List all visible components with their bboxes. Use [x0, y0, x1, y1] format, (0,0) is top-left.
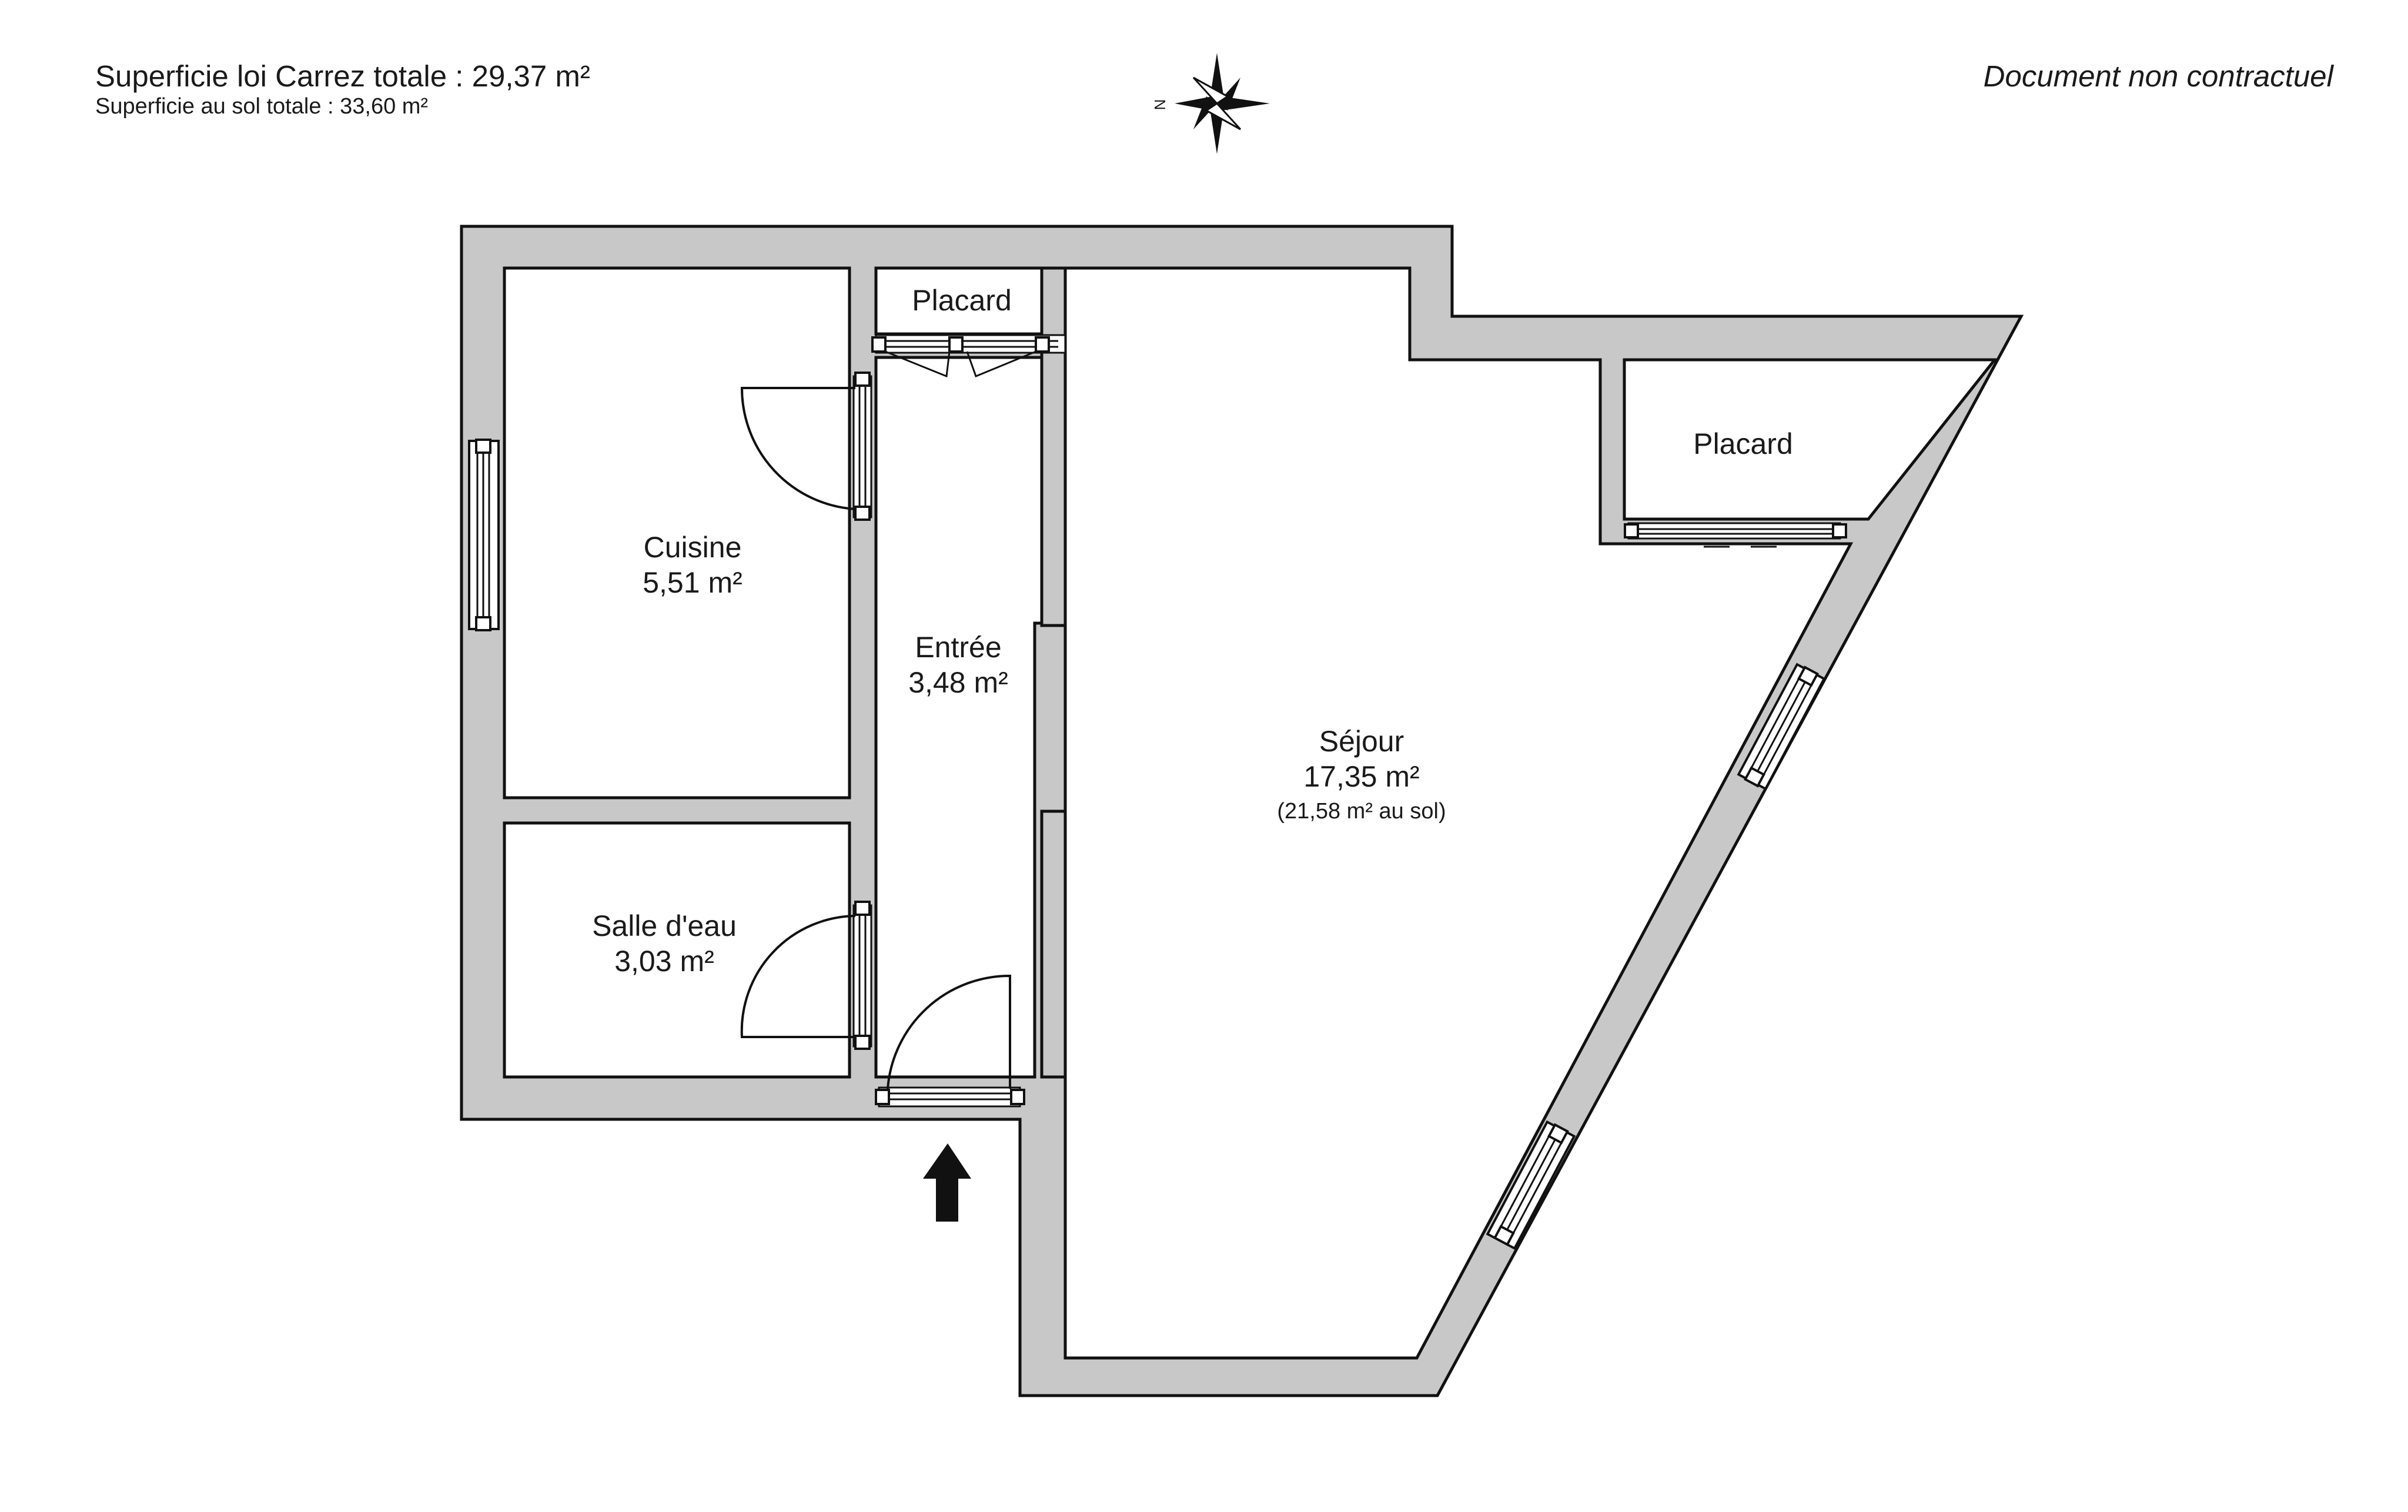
- total-floor-area: Superficie au sol totale : 33,60 m²: [95, 94, 429, 119]
- label-placard-2: Placard: [1693, 427, 1793, 460]
- door-placard-1: [871, 334, 1066, 378]
- entrance-arrow-icon: [923, 1143, 971, 1222]
- window-sejour-upper: [1737, 663, 1826, 791]
- window-cuisine: [468, 439, 500, 631]
- label-salle-eau: Salle d'eau: [592, 909, 737, 942]
- label-cuisine: Cuisine: [644, 531, 742, 564]
- wall-stub-lower: [1040, 809, 1067, 1079]
- north-label: N: [1151, 99, 1169, 111]
- door-entree: [875, 974, 1025, 1108]
- total-carrez-area: Superficie loi Carrez totale : 29,37 m²: [95, 59, 590, 93]
- door-placard-2: [1624, 522, 1847, 548]
- door-cuisine: [740, 372, 872, 521]
- wall-stub-upper: [1040, 266, 1067, 627]
- disclaimer: Document non contractuel: [1983, 59, 2333, 93]
- label-salle-eau-area: 3,03 m²: [614, 945, 714, 978]
- door-salle-eau: [740, 901, 872, 1050]
- label-placard-1: Placard: [912, 284, 1012, 317]
- label-sejour: Séjour: [1319, 725, 1404, 758]
- room-cuisine: [503, 266, 851, 800]
- room-placard-2: [1623, 358, 1998, 521]
- label-cuisine-area: 5,51 m²: [643, 566, 743, 599]
- label-sejour-area: 17,35 m²: [1303, 760, 1419, 793]
- compass-icon: N: [1151, 53, 1270, 154]
- label-entree: Entrée: [915, 631, 1001, 664]
- room-salle-eau: [503, 821, 851, 1079]
- room-sejour: [1063, 266, 1854, 1360]
- label-sejour-area-sol: (21,58 m² au sol): [1277, 799, 1446, 824]
- label-entree-area: 3,48 m²: [908, 666, 1008, 699]
- window-sejour-lower: [1486, 1120, 1576, 1250]
